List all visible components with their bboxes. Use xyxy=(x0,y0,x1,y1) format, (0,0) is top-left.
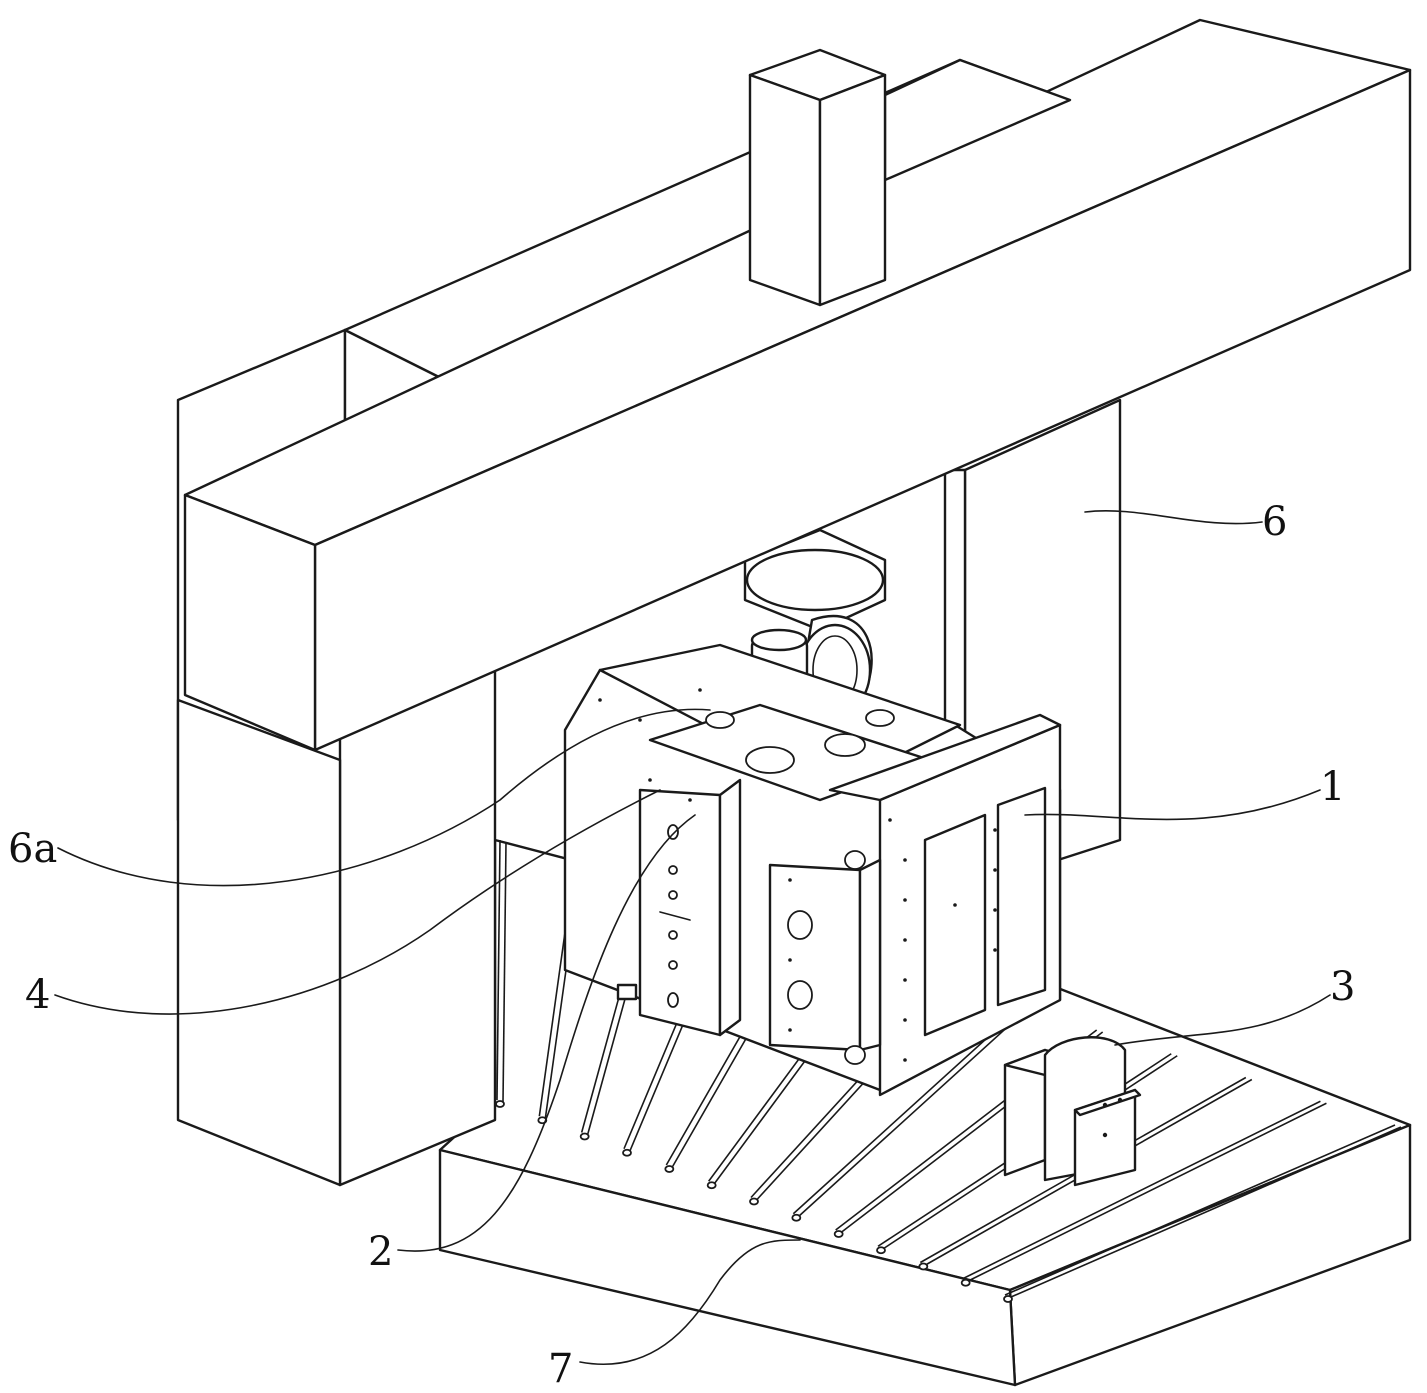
reference-labels: 6 1 3 6a 4 2 7 xyxy=(8,499,1355,1392)
leader-7 xyxy=(579,1239,801,1365)
bolt-hole-dot xyxy=(993,828,997,832)
bolt-hole-dot xyxy=(598,698,602,702)
bolt-hole-dot xyxy=(888,818,892,822)
bolt-hole-dot xyxy=(993,948,997,952)
bolt-hole-dot xyxy=(903,978,907,982)
label-1: 1 xyxy=(1320,764,1345,810)
leader-6 xyxy=(1084,509,1263,525)
t-slot-end xyxy=(960,1278,971,1287)
t-slot xyxy=(1004,1124,1396,1296)
t-slot-end xyxy=(876,1246,886,1255)
bolt-hole-dot xyxy=(688,798,692,802)
t-slot-edge xyxy=(1010,1126,1402,1298)
t-slot-end xyxy=(579,1132,590,1141)
bolt-hole-dot xyxy=(903,898,907,902)
bolt-hole-dot xyxy=(648,778,652,782)
bolt-hole-dot xyxy=(698,688,702,692)
bolt-hole-dot xyxy=(788,1028,792,1032)
leader-6a xyxy=(57,708,711,887)
t-slot-end xyxy=(791,1213,802,1222)
leader-4 xyxy=(54,789,661,1015)
bolt-hole-dot xyxy=(993,868,997,872)
label-2: 2 xyxy=(368,1229,393,1275)
bolt-hole-dot xyxy=(903,1018,907,1022)
label-7: 7 xyxy=(548,1346,573,1392)
t-slot-end xyxy=(918,1262,929,1271)
bolt-hole-dot xyxy=(903,858,907,862)
t-slots xyxy=(495,839,1402,1303)
t-slot-edge xyxy=(502,841,507,1103)
t-slot-end xyxy=(833,1230,844,1238)
bolt-hole-dot xyxy=(638,718,642,722)
t-slot-end xyxy=(495,1100,505,1108)
t-slot-end xyxy=(1003,1295,1013,1303)
bolt-hole-dot xyxy=(993,908,997,912)
side-clamp xyxy=(1003,1036,1142,1187)
t-slot xyxy=(496,839,501,1101)
t-slot-end xyxy=(664,1165,675,1173)
bolt-hole-dot xyxy=(903,1058,907,1062)
bolt-hole-dot xyxy=(788,958,792,962)
leader-1 xyxy=(1024,789,1321,821)
fixture-frame xyxy=(563,643,1062,1097)
label-6: 6 xyxy=(1262,499,1287,545)
label-3: 3 xyxy=(1330,964,1355,1010)
bolt-hole-dot xyxy=(788,878,792,882)
t-slot-end xyxy=(622,1148,632,1157)
t-slot-edge xyxy=(798,1007,1029,1217)
label-6a: 6a xyxy=(8,826,57,872)
bolt-hole-dot xyxy=(953,903,957,907)
t-slot-end xyxy=(749,1197,759,1206)
t-slot-end xyxy=(706,1181,717,1190)
vertical-slide-box xyxy=(748,48,1072,307)
t-slot-edge xyxy=(968,1102,1327,1282)
leader-2 xyxy=(397,814,696,1252)
t-slot xyxy=(962,1100,1321,1280)
label-4: 4 xyxy=(25,972,50,1018)
leader-lines xyxy=(54,509,1331,1365)
bolt-hole-dot xyxy=(903,938,907,942)
leader-3 xyxy=(1114,994,1331,1046)
